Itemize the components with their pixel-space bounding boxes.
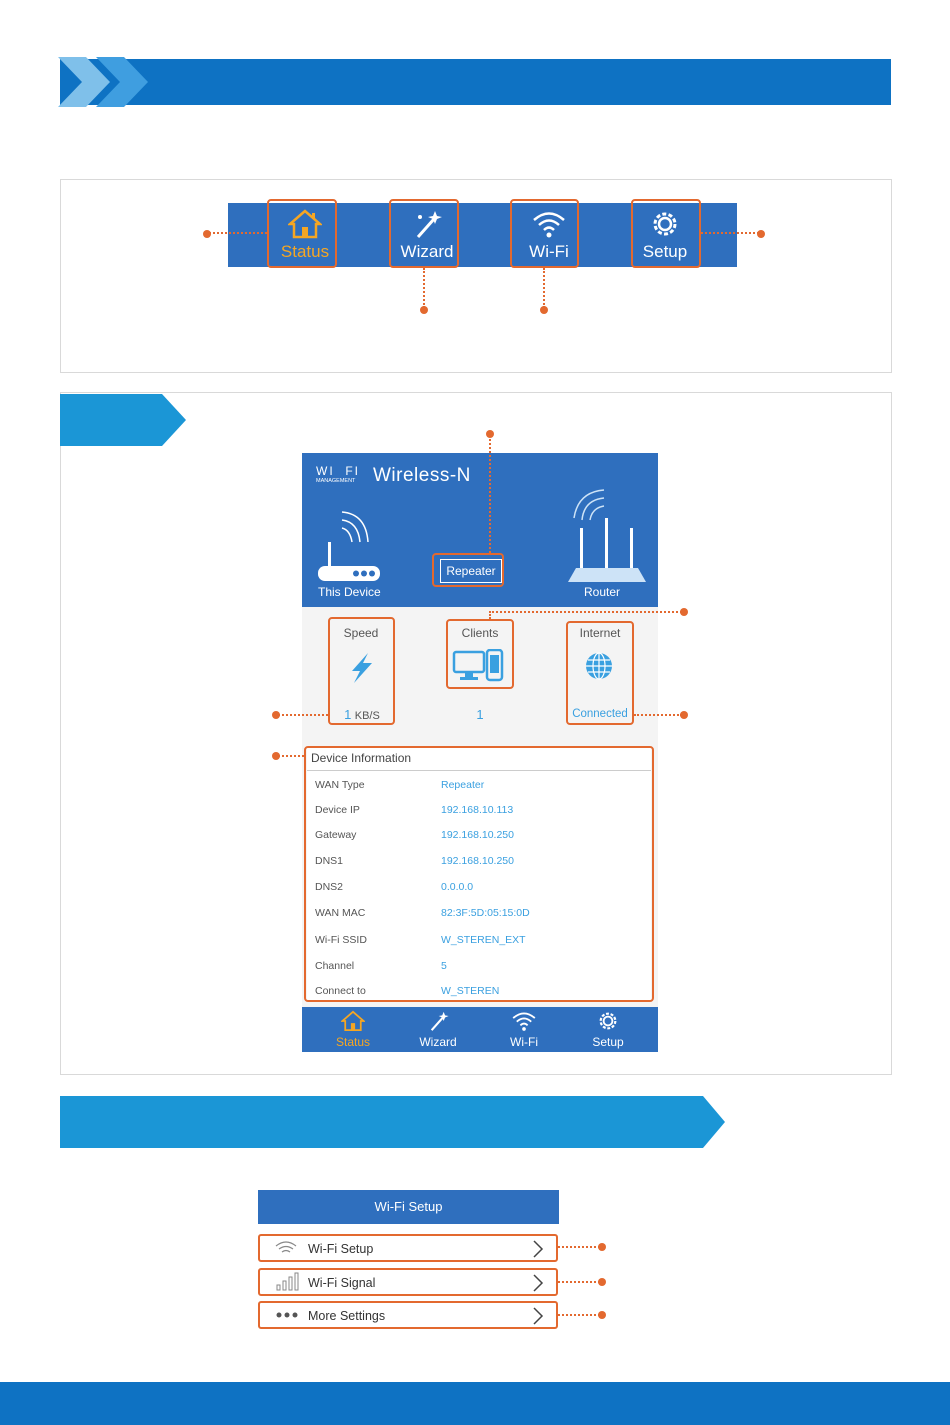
callout-dot — [203, 230, 211, 238]
callout-line — [278, 714, 328, 716]
callout-line — [278, 755, 304, 757]
callout-line — [489, 611, 682, 613]
home-icon — [341, 1010, 365, 1032]
callout-line — [489, 611, 491, 619]
chevron-right-icon — [533, 1274, 544, 1292]
more-settings-item[interactable]: More Settings — [258, 1301, 558, 1329]
nav-item-wifi[interactable]: Wi-Fi — [514, 203, 584, 267]
gear-icon — [599, 1012, 617, 1030]
callout-line — [423, 268, 425, 308]
magic-wand-icon — [416, 211, 442, 238]
magic-wand-icon — [430, 1011, 449, 1031]
globe-icon — [586, 652, 612, 680]
callout-line — [489, 434, 491, 553]
highlight-clients — [446, 619, 514, 689]
highlight-setup — [631, 199, 701, 268]
gear-icon — [653, 212, 677, 236]
callout-dot — [680, 608, 688, 616]
callout-line — [634, 714, 682, 716]
repeater-mode-label: Repeater — [446, 564, 496, 578]
devices-icon — [452, 649, 504, 682]
callout-dot — [757, 230, 765, 238]
callout-dot — [680, 711, 688, 719]
device-label: This Device — [318, 585, 381, 599]
callout-dot — [598, 1243, 606, 1251]
app-title: Wireless-N — [373, 465, 471, 486]
bottom-nav-setup[interactable]: Setup — [565, 1007, 651, 1052]
logo: WI FI MANAGEMENT — [316, 464, 360, 485]
section-bar — [60, 1096, 725, 1148]
app-bottom-nav: Status Wizard Wi-Fi Setup — [302, 1007, 658, 1052]
callout-line — [558, 1314, 600, 1316]
callout-dot — [598, 1278, 606, 1286]
highlight-repeater — [432, 553, 504, 587]
repeater-mode-button[interactable] — [440, 559, 502, 583]
speed-label: Speed — [343, 626, 379, 640]
nav-item-wizard[interactable]: Wizard — [392, 203, 462, 267]
divider — [307, 770, 651, 771]
chevron-right-icon — [533, 1307, 544, 1325]
wifi-setup-item[interactable]: Wi-Fi Setup — [258, 1234, 558, 1262]
speed-value: 1 KB/S — [344, 707, 380, 722]
nav-panel — [60, 179, 892, 373]
highlight-status — [267, 199, 337, 268]
nav-item-label: Setup — [642, 242, 688, 261]
callout-dot — [272, 711, 280, 719]
callout-line — [543, 268, 545, 308]
nav-bar: Status Wizard Wi-Fi Setup — [228, 203, 737, 267]
clients-value: 1 — [476, 707, 484, 722]
highlight-wifi — [510, 199, 579, 268]
router-label: Router — [584, 585, 621, 599]
internet-value: Connected — [572, 708, 628, 720]
internet-label: Internet — [579, 626, 621, 640]
callout-dot — [420, 306, 428, 314]
nav-item-status[interactable]: Status — [270, 203, 340, 267]
wifi-icon — [533, 212, 565, 238]
router-device-icon — [318, 511, 380, 581]
callout-dot — [598, 1311, 606, 1319]
app-header: WI FI MANAGEMENT Wireless-N This Device … — [302, 453, 658, 607]
bottom-nav-status[interactable]: Status — [310, 1007, 396, 1052]
callout-dot — [272, 752, 280, 760]
nav-item-label: Status — [280, 242, 330, 261]
callout-line — [558, 1281, 600, 1283]
more-dots-icon — [276, 1312, 298, 1318]
wifi-icon — [512, 1012, 536, 1031]
chevron-right-icon — [533, 1240, 544, 1258]
bottom-nav-wizard[interactable]: Wizard — [395, 1007, 481, 1052]
footer-bar — [0, 1382, 950, 1425]
wifi-icon — [275, 1241, 297, 1253]
nav-item-label: Wizard — [400, 242, 454, 261]
highlight-speed — [328, 617, 395, 725]
highlight-internet — [566, 621, 634, 725]
wifi-setup-header: Wi-Fi Setup — [258, 1190, 559, 1224]
nav-item-label: Wi-Fi — [529, 242, 569, 261]
device-info-title: Device Information — [311, 751, 412, 765]
double-chevron-icon — [58, 57, 148, 107]
header-bar — [60, 59, 891, 105]
callout-dot — [486, 430, 494, 438]
router-icon — [568, 489, 646, 582]
lightning-icon — [352, 653, 372, 683]
wifi-signal-item[interactable]: Wi-Fi Signal — [258, 1268, 558, 1296]
highlight-wizard — [389, 199, 459, 268]
bottom-nav-wifi[interactable]: Wi-Fi — [481, 1007, 567, 1052]
callout-line — [558, 1246, 600, 1248]
callout-line — [701, 232, 759, 234]
home-icon — [288, 209, 322, 239]
section-tab — [60, 394, 186, 446]
callout-line — [209, 232, 267, 234]
highlight-device-info — [304, 746, 654, 1002]
nav-item-setup[interactable]: Setup — [630, 203, 700, 267]
clients-label: Clients — [461, 626, 499, 640]
signal-bars-icon — [276, 1272, 299, 1291]
callout-dot — [540, 306, 548, 314]
